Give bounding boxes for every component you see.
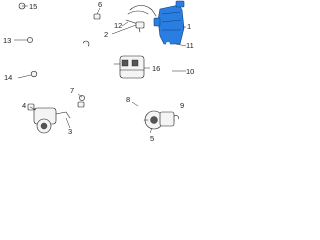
lower-left-pump <box>27 103 71 134</box>
lower-right-pump <box>143 110 175 130</box>
callout-5: 5 <box>150 134 154 143</box>
callout-13: 13 <box>3 36 11 45</box>
callout-2: 2 <box>104 30 108 39</box>
callout-15: 15 <box>29 2 37 11</box>
clip-part-6 <box>93 13 101 20</box>
callout-6: 6 <box>98 0 102 9</box>
bracket-wiring <box>125 5 157 33</box>
left-hose-segment <box>27 36 88 48</box>
callout-12: 12 <box>114 21 122 30</box>
highlighted-module <box>153 0 185 45</box>
callout-1: 1 <box>187 22 191 31</box>
callout-10: 10 <box>186 67 194 76</box>
right-vertical-hose <box>165 42 179 121</box>
callout-3: 3 <box>68 127 72 136</box>
callout-8: 8 <box>126 95 130 104</box>
callout-7: 7 <box>70 86 74 95</box>
center-assembly <box>113 55 145 79</box>
callouts: 15 6 13 12 1 11 2 10 14 16 7 4 8 3 5 9 <box>3 0 194 143</box>
parts-diagram: 15 6 13 12 1 11 2 10 14 16 7 4 8 3 5 9 <box>3 0 198 143</box>
leader-lines <box>14 5 187 134</box>
callout-4: 4 <box>22 101 26 110</box>
right-hose-lower <box>174 116 198 134</box>
callout-16: 16 <box>152 64 160 73</box>
middle-hose <box>30 70 116 79</box>
callout-9: 9 <box>180 101 184 110</box>
callout-11: 11 <box>186 41 194 50</box>
callout-14: 14 <box>4 73 12 82</box>
lower-hose <box>77 95 148 130</box>
